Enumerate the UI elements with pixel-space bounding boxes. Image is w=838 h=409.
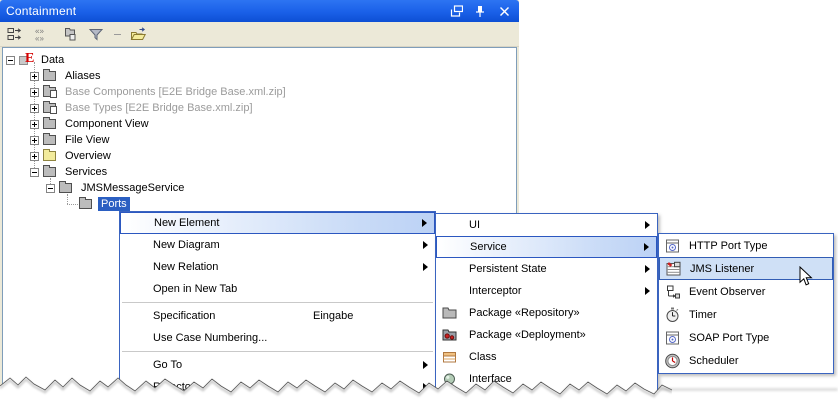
menu-item-package-repository[interactable]: Package «Repository» — [436, 302, 657, 324]
menu-item-timer[interactable]: Timer — [659, 303, 833, 326]
torn-edge-shadow — [660, 388, 838, 391]
submenu-arrow-icon — [644, 243, 649, 251]
menu-item-use-case-numbering[interactable]: Use Case Numbering... — [153, 332, 268, 344]
float-window-icon[interactable] — [447, 3, 465, 19]
menu-separator — [122, 351, 433, 352]
package-icon — [441, 305, 458, 322]
tree-connector-stub — [67, 203, 78, 205]
panel-toolbar: «» «» — [0, 22, 519, 47]
submenu-arrow-icon — [645, 221, 650, 229]
menu-item-persistent-state[interactable]: Persistent State — [436, 258, 657, 280]
submenu-arrow-icon — [422, 219, 427, 227]
tree-expander-icon[interactable] — [30, 151, 39, 161]
tree-item-overview[interactable]: Overview — [3, 148, 516, 164]
folder-icon — [43, 133, 59, 147]
menu-item-package-deployment[interactable]: Package «Deployment» — [436, 324, 657, 346]
soap-port-type-icon — [664, 329, 681, 346]
folder-icon — [79, 197, 95, 211]
menu-item-event-observer[interactable]: Event Observer — [659, 280, 833, 303]
menu-item-new-element[interactable]: New Element — [120, 212, 435, 234]
menu-item-scheduler[interactable]: Scheduler — [659, 349, 833, 372]
tree-item-file-view[interactable]: File View — [3, 132, 516, 148]
menu-item-class[interactable]: Class — [436, 346, 657, 368]
svg-text:«»: «» — [35, 27, 44, 36]
tree-expander-icon[interactable] — [30, 103, 39, 113]
package-deployment-icon — [441, 327, 458, 344]
menu-item-refactor[interactable]: Refactor — [120, 376, 435, 398]
filter-icon[interactable] — [87, 26, 105, 43]
tree-connector-line — [50, 178, 51, 188]
tree-item-aliases[interactable]: Aliases — [3, 68, 516, 84]
submenu-arrow-icon — [423, 361, 428, 369]
menu-separator — [122, 302, 433, 303]
pin-icon[interactable] — [471, 3, 489, 19]
tree-item-base-types[interactable]: Base Types [E2E Bridge Base.xml.zip] — [3, 100, 516, 116]
tree-expander-icon[interactable] — [6, 55, 15, 65]
context-menu: New Element New Diagram New Relation Ope… — [119, 211, 436, 409]
scheduler-icon — [664, 352, 681, 369]
folder-icon — [43, 69, 59, 83]
submenu-arrow-icon — [645, 265, 650, 273]
panel-titlebar[interactable]: Containment — [0, 0, 519, 22]
menu-item-interceptor[interactable]: Interceptor — [436, 280, 657, 302]
toolbar-separator — [114, 33, 121, 35]
tree-expander-icon[interactable] — [30, 71, 39, 81]
tree-expander-icon[interactable] — [30, 135, 39, 145]
group-in-packages-icon[interactable] — [60, 26, 78, 43]
svg-text:«»: «» — [35, 34, 44, 42]
model-icon: E — [19, 51, 35, 67]
folder-icon — [59, 181, 75, 195]
panel-title: Containment — [6, 4, 77, 18]
close-icon[interactable] — [495, 3, 513, 19]
service-submenu: HTTP Port Type JMS Listener — [658, 233, 834, 374]
interface-icon — [441, 371, 458, 388]
tree-item-ports[interactable]: Ports — [3, 196, 516, 212]
menu-item-new-diagram[interactable]: New Diagram — [120, 234, 435, 256]
submenu-arrow-icon — [423, 383, 428, 391]
stereotype-display-icon[interactable]: «» «» — [33, 26, 51, 43]
new-element-submenu: UI Service Persistent State Interceptor … — [435, 213, 658, 409]
submenu-arrow-icon — [645, 287, 650, 295]
tree-expander-icon[interactable] — [30, 119, 39, 129]
http-port-type-icon — [664, 237, 681, 254]
tree-expander-icon[interactable] — [30, 87, 39, 97]
tree-item-services[interactable]: Services — [3, 164, 516, 180]
expand-selection-icon[interactable] — [6, 26, 24, 43]
class-icon — [441, 349, 458, 366]
tree-connector-line — [34, 62, 35, 172]
timer-icon — [664, 306, 681, 323]
folder-yellow-icon — [43, 149, 59, 163]
tree-expander-icon[interactable] — [46, 183, 55, 193]
folder-icon — [43, 165, 59, 179]
menu-item-open-in-new-tab[interactable]: Open in New Tab — [153, 283, 238, 295]
menu-shortcut: Eingabe — [313, 310, 354, 322]
folder-icon — [43, 117, 59, 131]
tree-expander-icon[interactable] — [30, 167, 39, 177]
menu-item-go-to[interactable]: Go To — [120, 354, 435, 376]
tree-item-jmsmessageservice[interactable]: JMSMessageService — [3, 180, 516, 196]
menu-item-interface[interactable]: Interface — [436, 368, 657, 390]
mouse-cursor-icon — [799, 265, 814, 288]
open-in-containment-icon[interactable] — [130, 26, 148, 43]
menu-item-ui[interactable]: UI — [436, 214, 657, 236]
tree-item-component-view[interactable]: Component View — [3, 116, 516, 132]
menu-item-specification[interactable]: Specification Eingabe — [153, 310, 354, 322]
menu-item-jms-listener[interactable]: JMS Listener — [659, 257, 833, 280]
folder-doc-icon — [43, 85, 59, 99]
menu-item-service[interactable]: Service — [436, 236, 657, 258]
event-observer-icon — [664, 283, 681, 300]
menu-item-soap-port-type[interactable]: SOAP Port Type — [659, 326, 833, 349]
jms-listener-icon — [665, 260, 682, 277]
folder-doc-icon — [43, 101, 59, 115]
submenu-arrow-icon — [423, 241, 428, 249]
menu-item-new-relation[interactable]: New Relation — [120, 256, 435, 278]
menu-item-http-port-type[interactable]: HTTP Port Type — [659, 234, 833, 257]
tree-item-base-components[interactable]: Base Components [E2E Bridge Base.xml.zip… — [3, 84, 516, 100]
submenu-arrow-icon — [423, 263, 428, 271]
tree-item-data[interactable]: E Data — [3, 51, 516, 68]
tree-connector-line — [67, 194, 68, 204]
